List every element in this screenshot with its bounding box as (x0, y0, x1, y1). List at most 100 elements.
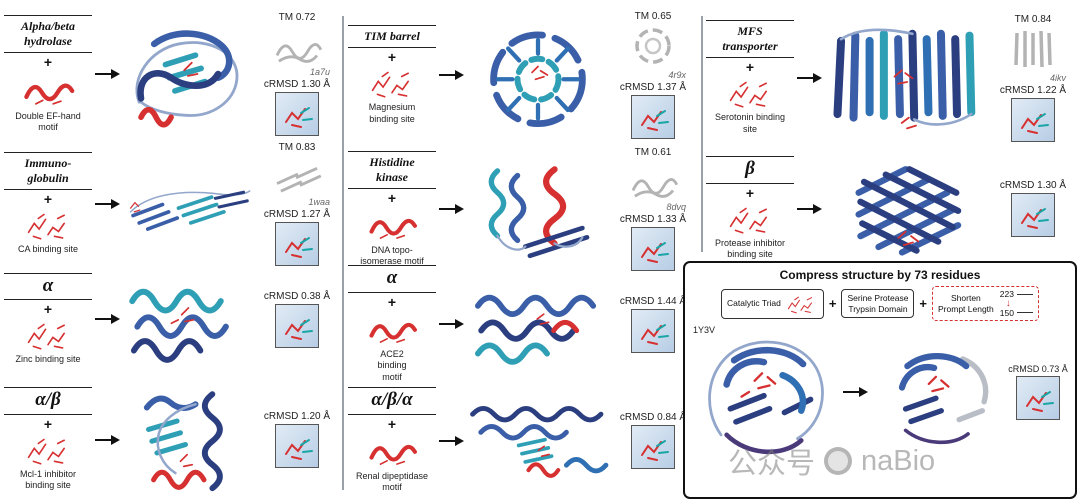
crmsd-score: cRMSD 1.27 Å (263, 209, 331, 220)
panel-alpha-zinc: α + Zinc binding site cRMSD 0.38 Å (2, 260, 342, 378)
crmsd-score: cRMSD 1.20 Å (263, 411, 331, 422)
motif-sketch (27, 438, 66, 465)
generated-structure (466, 16, 610, 134)
length-before: 223 (999, 289, 1014, 299)
panel-beta-protease-inhibitor: β + Protease inhibitor binding site cRMS… (704, 155, 1078, 262)
pdb-id: 4r9x (668, 70, 686, 80)
prompt-block: Immuno- globulin + CA binding site (4, 152, 92, 255)
motif-alignment-inset (1011, 193, 1055, 237)
catalytic-triad-box: Catalytic Triad (721, 288, 824, 319)
arrow-icon (436, 317, 466, 331)
column-divider (701, 16, 703, 252)
prompt-block: α/β/α + Renal dipeptidase motif (348, 387, 436, 493)
arrow-icon (840, 385, 870, 399)
metrics-block: cRMSD 1.44 Å (610, 296, 696, 353)
motif-alignment-inset (275, 92, 319, 136)
reference-structure (275, 43, 322, 63)
metrics-block: cRMSD 1.20 Å (254, 411, 340, 468)
metrics-block: cRMSD 1.30 Å (990, 180, 1076, 237)
plus-sign: + (43, 53, 53, 70)
generated-structure (466, 157, 610, 262)
fold-class-label: TIM barrel (348, 25, 436, 49)
metrics-block: TM 0.61 8dvq cRMSD 1.33 Å (610, 147, 696, 271)
reference-structure (631, 178, 678, 198)
catalytic-triad-sticks-icon (787, 296, 812, 313)
generated-structure (466, 396, 610, 485)
plus-sign: + (745, 59, 755, 76)
motif-alignment-inset (631, 425, 675, 469)
plus-sign: + (387, 416, 397, 433)
reference-structure (275, 166, 322, 193)
arrow-icon (92, 67, 122, 81)
plus-sign: + (387, 189, 397, 206)
plus-sign: + (919, 296, 928, 311)
motif-alignment-inset (275, 424, 319, 468)
motif-alignment-inset (1011, 97, 1055, 142)
motif-alignment-inset (631, 95, 675, 139)
fold-class-label: α/β (4, 387, 92, 416)
generated-structure (824, 23, 990, 132)
arrow-icon (436, 434, 466, 448)
pdb-id: 1Y3V (693, 325, 716, 335)
compress-title: Compress structure by 73 residues (779, 268, 981, 282)
motif-sketch (27, 323, 66, 350)
prompt-block: α/β + Mcl-1 inhibitor binding site (4, 387, 92, 491)
metrics-block: cRMSD 0.84 Å (610, 412, 696, 469)
motif-caption: DNA topo- isomerase motif (360, 244, 424, 266)
plus-sign: + (43, 191, 53, 208)
motif-caption: Renal dipeptidase motif (355, 471, 429, 493)
motif-caption: Zinc binding site (15, 354, 81, 365)
motif-caption: Serotonin binding site (714, 112, 786, 134)
arrow-icon (436, 68, 466, 82)
pdb-id: 4ikv (1049, 72, 1066, 83)
crmsd-score: cRMSD 0.73 Å (1008, 364, 1068, 374)
motif-caption: Mcl-1 inhibitor binding site (19, 469, 77, 491)
tm-score: TM 0.61 (634, 147, 672, 158)
crmsd-score: cRMSD 1.33 Å (619, 214, 687, 225)
trypsin-domain-box: Serine Protease Trypsin Domain (841, 288, 915, 319)
motif-sketch (363, 311, 421, 347)
generated-structure (824, 162, 990, 256)
column-3: MFS transporter + Serotonin binding site (704, 0, 1078, 262)
panel-alpha-beta-mcl1: α/β + Mcl-1 inhibitor binding site cRMSD… (2, 378, 342, 501)
tm-score: TM 0.83 (278, 142, 316, 153)
plus-sign: + (387, 294, 397, 310)
crmsd-score: cRMSD 1.30 Å (263, 79, 331, 90)
pdb-id: 1waa (308, 197, 330, 207)
metrics-block: cRMSD 0.38 Å (254, 291, 340, 348)
metrics-block: TM 0.72 1a7u cRMSD 1.30 Å (254, 12, 340, 136)
pdb-id: 8dvq (666, 202, 686, 212)
fold-class-label: β (706, 156, 794, 185)
pdb-id: 1a7u (309, 67, 330, 77)
length-line (1016, 293, 1033, 295)
crmsd-score: cRMSD 1.37 Å (619, 82, 687, 93)
arrow-icon (92, 197, 122, 211)
fold-class-label: α/β/α (348, 387, 436, 416)
motif-alignment-inset (631, 227, 675, 271)
plus-sign: + (43, 416, 53, 433)
panel-histidine-kinase: Histidine kinase + DNA topo- isomerase m… (346, 147, 698, 271)
arrow-icon (436, 202, 466, 216)
prompt-block: Histidine kinase + DNA topo- isomerase m… (348, 150, 436, 268)
compress-prompt-row: Catalytic Triad + Serine Protease Trypsi… (693, 286, 1067, 321)
prompt-block: Alpha/beta hydrolase + Double EF-hand mo… (4, 14, 92, 134)
compressed-structure (877, 334, 1002, 450)
motif-sketch (19, 71, 77, 109)
column-2: TIM barrel + Magnesium binding site TM 0… (346, 0, 698, 501)
fold-class-label: Immuno- globulin (4, 152, 92, 191)
shorten-prompt-box: Shorten Prompt Length 223 ↓ 150 (932, 286, 1039, 321)
motif-sketch (729, 207, 768, 234)
prompt-block: MFS transporter + Serotonin binding site (706, 20, 794, 135)
reference-structure (635, 28, 671, 64)
down-arrow-icon: ↓ (1005, 297, 1011, 309)
motif-caption: Protease inhibitor binding site (714, 238, 786, 260)
motif-caption: CA binding site (17, 244, 79, 255)
motif-sketch (363, 207, 421, 243)
panel-aba-renal-dipeptidase: α/β/α + Renal dipeptidase motif cRMSD 0.… (346, 380, 698, 501)
tm-score: TM 0.84 (1014, 13, 1052, 25)
panel-tim-barrel: TIM barrel + Magnesium binding site TM 0… (346, 0, 698, 150)
plus-sign: + (828, 296, 837, 311)
motif-alignment-inset (275, 222, 319, 266)
motif-sketch (371, 71, 410, 98)
